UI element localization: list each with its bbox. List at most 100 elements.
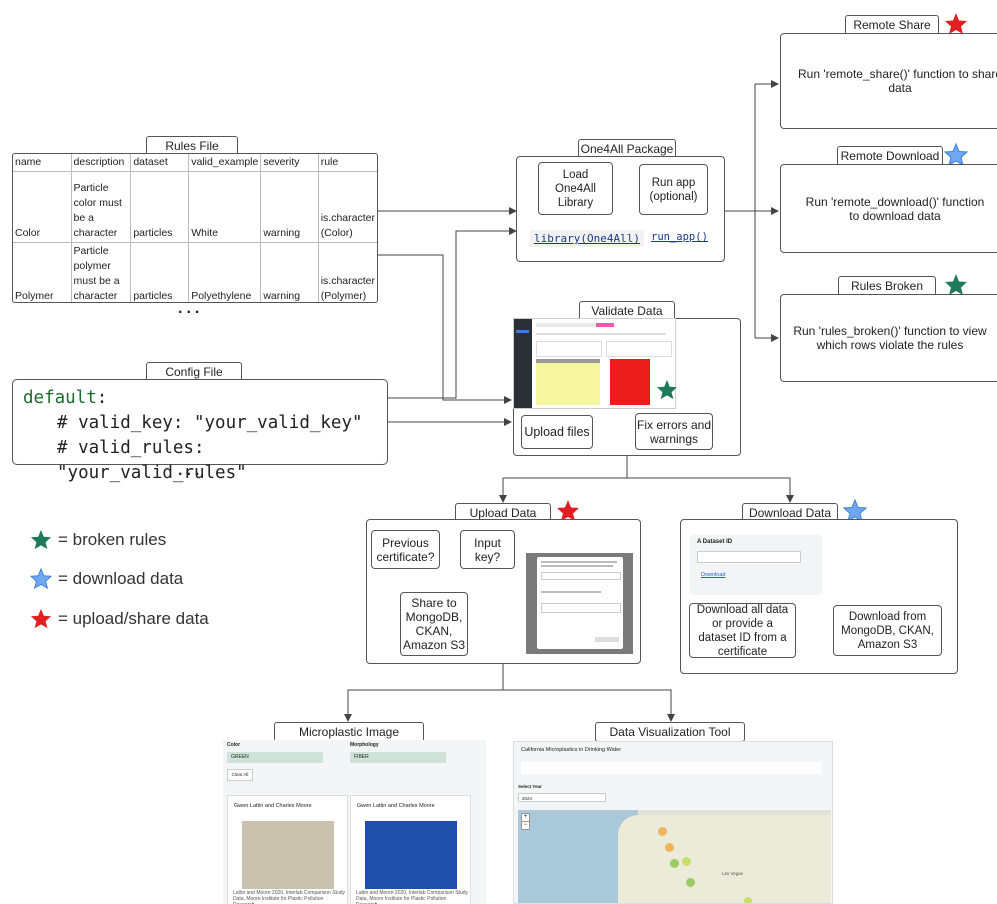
particle-image-beige xyxy=(242,821,334,889)
download-legend-star-icon xyxy=(30,568,52,589)
table-row: Polymer Particle polymer must be a chara… xyxy=(13,242,377,302)
table-cell: warning xyxy=(260,171,319,243)
color-filter-label: Color xyxy=(227,742,241,748)
previous-certificate-node: Previous certificate? xyxy=(371,530,440,569)
table-cell: particles xyxy=(130,171,190,243)
remote-download-title: Remote Download xyxy=(837,146,943,166)
legend-upload: = upload/share data xyxy=(30,608,209,629)
config-line-3: # valid_rules: "your_valid_rules" xyxy=(57,438,247,483)
table-cell: Particle polymer must be a character xyxy=(71,242,132,302)
card-caption: Lattin and Moore 2020, Interlab Comparis… xyxy=(356,890,469,904)
dataset-id-label: A Dataset ID xyxy=(697,539,733,545)
table-cell: White xyxy=(188,171,262,243)
rules-table: name description dataset valid_example s… xyxy=(13,154,377,302)
upload-files-node: Upload files xyxy=(521,415,593,449)
cluster-marker[interactable] xyxy=(658,827,667,836)
download-star-icon xyxy=(944,143,968,166)
rules-ellipsis: ... xyxy=(178,300,204,317)
rules-broken-title: Rules Broken xyxy=(838,276,936,296)
morphology-filter-label: Morphology xyxy=(350,742,379,748)
remote-share-title: Remote Share xyxy=(845,15,939,35)
legend-broken-label: = broken rules xyxy=(58,529,167,549)
table-cell: Polymer xyxy=(13,242,72,302)
remote-download-box: Run 'remote_download()' function to down… xyxy=(780,164,997,253)
cluster-marker[interactable] xyxy=(682,857,691,866)
legend-upload-label: = upload/share data xyxy=(58,608,209,628)
upload-data-star-icon xyxy=(557,500,579,521)
broken-rules-star-icon xyxy=(656,379,678,400)
city-label: Las Vegas xyxy=(722,871,744,876)
config-colon: : xyxy=(96,388,108,408)
particle-image-blue xyxy=(365,821,457,889)
input-key-node: Input key? xyxy=(460,530,515,569)
table-cell: is.character (Polymer) xyxy=(320,275,375,302)
validate-title: Validate Data xyxy=(579,301,675,321)
viz-app-title: California Microplastics in Drinking Wat… xyxy=(521,747,622,753)
col-header: name xyxy=(13,154,72,172)
dataset-id-input[interactable] xyxy=(697,551,801,563)
download-data-star-icon xyxy=(843,499,867,522)
rules-broken-box: Run 'rules_broken()' function to view wh… xyxy=(780,294,997,382)
table-row: Color Particle color must be a character… xyxy=(13,171,377,243)
viz-tool-screenshot: California Microplastics in Drinking Wat… xyxy=(513,741,833,904)
upload-dialog-screenshot xyxy=(526,553,633,654)
cluster-marker[interactable] xyxy=(686,878,695,887)
col-header: valid_example xyxy=(188,154,262,172)
clear-all-button[interactable]: Clear All xyxy=(227,769,253,781)
legend-broken: = broken rules xyxy=(30,529,166,550)
viz-disclaimer xyxy=(521,762,821,774)
year-select[interactable]: 2024 xyxy=(518,793,606,802)
config-file-title: Config File xyxy=(146,362,242,382)
upload-legend-star-icon xyxy=(30,608,52,629)
config-line-1: default: xyxy=(23,386,377,411)
share-to-node: Share to MongoDB, CKAN, Amazon S3 xyxy=(400,592,468,656)
download-link[interactable]: Download xyxy=(701,572,726,578)
validate-app-screenshot xyxy=(513,318,676,409)
select-year-label: Select Year xyxy=(518,784,542,789)
code-library: library(One4All) xyxy=(530,230,644,247)
table-cell: Polyethylene xyxy=(188,242,262,302)
cluster-marker[interactable] xyxy=(670,859,679,868)
rules-file-table: name description dataset valid_example s… xyxy=(12,153,378,303)
viz-tool-title: Data Visualization Tool xyxy=(595,722,745,742)
image-card[interactable]: Gwen Lattin and Charles Moore Lattin and… xyxy=(350,795,471,904)
image-card[interactable]: Gwen Lattin and Charles Moore Lattin and… xyxy=(227,795,348,904)
broken-star-icon xyxy=(945,274,967,295)
card-author: Gwen Lattin and Charles Moore xyxy=(357,803,435,809)
table-header-row: name description dataset valid_example s… xyxy=(13,154,377,172)
cluster-marker[interactable] xyxy=(665,843,674,852)
col-header: dataset xyxy=(130,154,190,172)
download-all-node: Download all data or provide a dataset I… xyxy=(689,603,796,658)
cluster-marker[interactable] xyxy=(744,897,752,903)
table-cell: Color xyxy=(13,171,72,243)
config-file-code: default: # valid_key: "your_valid_key" #… xyxy=(12,379,388,483)
table-cell: warning xyxy=(260,242,319,302)
morphology-select[interactable]: FIBER xyxy=(350,752,446,763)
color-select[interactable]: GREEN xyxy=(227,752,323,763)
config-line-2: # valid_key: "your_valid_key" xyxy=(57,413,363,433)
card-caption: Lattin and Moore 2020, Interlab Comparis… xyxy=(233,890,346,904)
map-panel[interactable]: + − Las Vegas xyxy=(518,810,831,903)
upload-data-title: Upload Data xyxy=(455,503,551,523)
load-library-node: Load One4All Library xyxy=(538,162,613,215)
table-cell: is.character (Color) xyxy=(318,171,377,243)
image-explorer-screenshot: Color GREEN Morphology FIBER Clear All G… xyxy=(223,740,486,904)
zoom-out-button[interactable]: − xyxy=(521,821,530,830)
dataset-id-panel: A Dataset ID Download xyxy=(690,535,822,595)
legend-download-label: = download data xyxy=(58,568,184,588)
col-header: severity xyxy=(260,154,319,172)
config-ellipsis: ... xyxy=(178,462,204,479)
config-key: default xyxy=(23,388,97,408)
col-header: rule xyxy=(318,154,377,172)
land-area xyxy=(618,815,831,903)
code-run-app: run_app() xyxy=(651,231,708,243)
table-cell: Particle color must be a character xyxy=(71,171,132,243)
upload-star-icon xyxy=(945,13,967,34)
table-cell: particles xyxy=(130,242,190,302)
fix-errors-node: Fix errors and warnings xyxy=(635,413,713,450)
run-app-node: Run app (optional) xyxy=(639,164,708,215)
card-author: Gwen Lattin and Charles Moore xyxy=(234,803,312,809)
download-from-node: Download from MongoDB, CKAN, Amazon S3 xyxy=(833,605,942,656)
remote-share-box: Run 'remote_share()' function to share d… xyxy=(780,33,997,129)
image-explorer-title: Microplastic Image Explorer xyxy=(274,722,424,757)
